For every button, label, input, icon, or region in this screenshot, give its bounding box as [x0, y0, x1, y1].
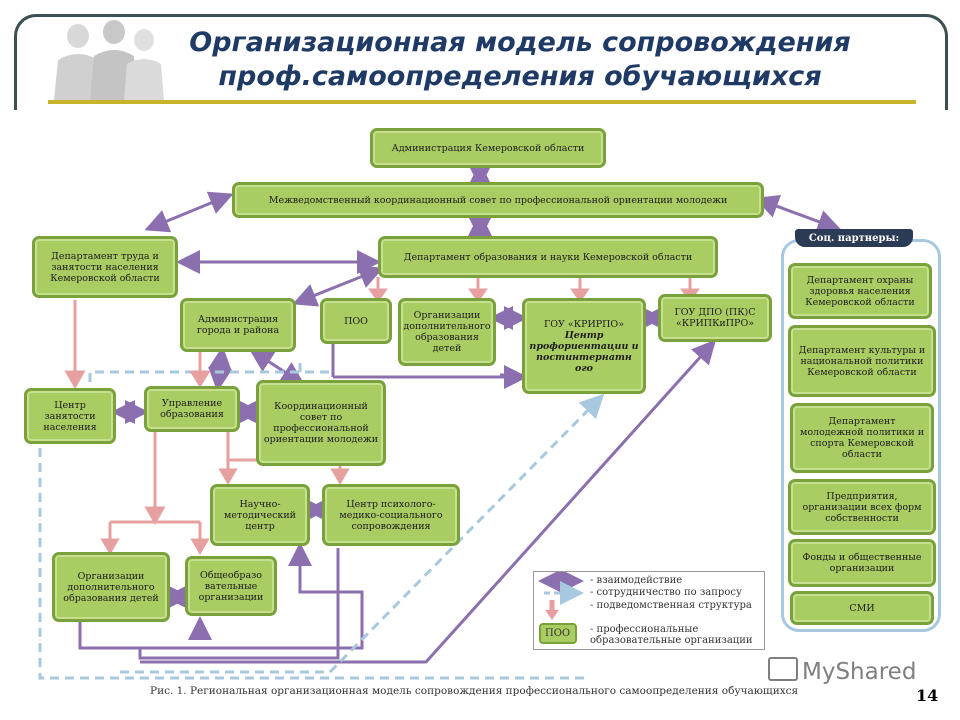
social-partners-label: Соц. партнеры: [795, 229, 913, 247]
node-dpo-kripkipro: ГОУ ДПО (ПК)С «КРИПКиПРО» [658, 294, 772, 342]
title-line-2: проф.самоопределения обучающихся [218, 61, 822, 92]
partner-culture-dept: Департамент культуры и национальной поли… [788, 325, 936, 397]
title-underline [48, 100, 916, 104]
node-ppms: Центр психолого-медико-социального сопро… [322, 484, 460, 546]
watermark-text: MyShared [802, 659, 917, 685]
node-krirpo: ГОУ «КРИРПО» Центр профориентации и пост… [522, 298, 646, 394]
legend-subordinate: - подведомственная структура [590, 600, 752, 611]
node-krirpo-center: Центр профориентации и постинтернатн ого [529, 329, 639, 374]
link-bottom-left [78, 542, 364, 650]
link-mvks-dep-labor [144, 191, 234, 233]
legend-interaction: - взаимодействие [590, 575, 683, 586]
partner-enterprises: Предприятия, организации всех форм собст… [788, 479, 936, 535]
node-krirpo-title: ГОУ «КРИРПО» [543, 318, 625, 330]
node-dep-labor: Департамент труда и занятости населения … [32, 236, 178, 298]
node-upr-edu: Управление образования [144, 386, 240, 432]
legend-symbols [538, 572, 584, 644]
legend-poo-desc: - профессиональные образовательные орган… [590, 624, 753, 646]
node-mvks: Межведомственный координационный совет п… [232, 182, 764, 218]
partner-media: СМИ [790, 591, 934, 625]
watermark-logo-icon [768, 657, 798, 681]
partner-youth-dept: Департамент молодежной политики и спорта… [790, 403, 934, 473]
link-edu-admin-city [292, 265, 384, 307]
node-general-edu: Общеобразо вательные организации [185, 556, 277, 616]
people-silhouette-icon [54, 20, 164, 100]
collab-top [88, 370, 330, 382]
node-admin-region: Администрация Кемеровской области [370, 128, 606, 168]
watermark: MyShared [768, 657, 916, 685]
slide-number: 14 [916, 686, 939, 705]
node-org-dop-children: Организации дополнительного образования … [52, 552, 170, 622]
node-admin-city: Администрация города и района [180, 298, 296, 352]
node-nmc: Научно-методический центр [210, 484, 310, 546]
title-line-1: Организационная модель сопровождения [189, 27, 851, 58]
legend-poo-box-icon [539, 623, 577, 644]
link-admin-upr [207, 346, 233, 392]
collab-left [38, 448, 590, 680]
partner-funds: Фонды и общественные организации [788, 539, 936, 587]
figure-caption: Рис. 1. Региональная организационная мод… [150, 685, 799, 697]
node-coord-council: Координационный совет по профессионально… [256, 380, 386, 466]
collab-right [120, 393, 605, 674]
node-poo: ПОО [320, 298, 392, 344]
link-bottom-dpo [140, 339, 717, 664]
node-org-dop: Организации дополнительного образования … [398, 298, 496, 366]
page-title: Организационная модель сопровождения про… [120, 26, 920, 94]
legend-collaboration: - сотрудничество по запросу [590, 587, 742, 598]
link-mvks-social [754, 194, 842, 234]
partner-health-dept: Департамент охраны здоровья населения Ке… [788, 263, 932, 319]
node-center-employment: Центр занятости населения [24, 388, 116, 444]
legend-poo-abbr: ПОО [545, 628, 571, 639]
node-dep-edu: Департамент образования и науки Кемеровс… [378, 236, 718, 278]
link-admin-coord [248, 348, 306, 386]
link-bottom-ppms [138, 548, 340, 660]
legend: - взаимодействие - сотрудничество по зап… [533, 571, 765, 650]
